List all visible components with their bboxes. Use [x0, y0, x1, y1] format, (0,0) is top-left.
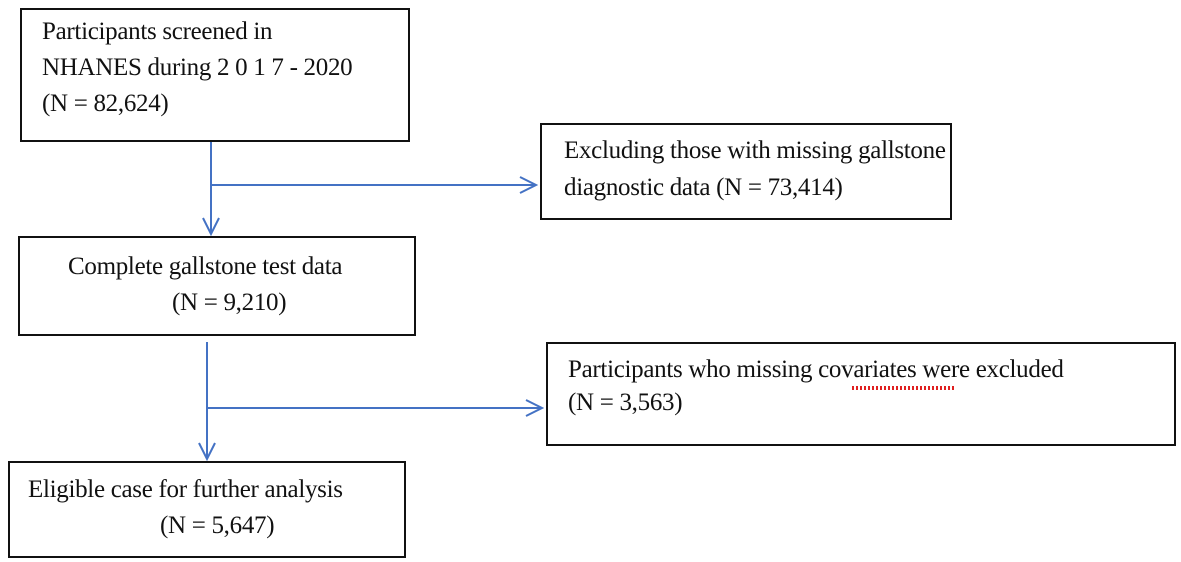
screened-line2: NHANES during 2 0 1 7 - 2020 [42, 54, 353, 81]
eligible-count: (N = 5,647) [160, 512, 275, 539]
complete-line1: Complete gallstone test data [68, 253, 343, 280]
spellcheck-underline [852, 386, 954, 390]
screened-line1: Participants screened in [42, 18, 273, 45]
eligible-box: Eligible case for further analysis (N = … [8, 461, 406, 558]
eligible-line1: Eligible case for further analysis [28, 476, 343, 503]
excluded-gallstone-line1: Excluding those with missing gallstone [564, 137, 946, 164]
excluded-covariates-line1: Participants who missing covariates were… [568, 356, 1064, 383]
excluded-gallstone-box: Excluding those with missing gallstone d… [540, 123, 952, 220]
excluded-covariates-box: Participants who missing covariates were… [546, 342, 1176, 446]
complete-box: Complete gallstone test data (N = 9,210) [18, 236, 416, 336]
excluded-covariates-count: (N = 3,563) [568, 389, 683, 416]
excluded-gallstone-line2: diagnostic data (N = 73,414) [564, 174, 843, 201]
screened-count: (N = 82,624) [42, 90, 169, 117]
screened-box: Participants screened in NHANES during 2… [20, 8, 410, 142]
complete-count: (N = 9,210) [172, 289, 287, 316]
